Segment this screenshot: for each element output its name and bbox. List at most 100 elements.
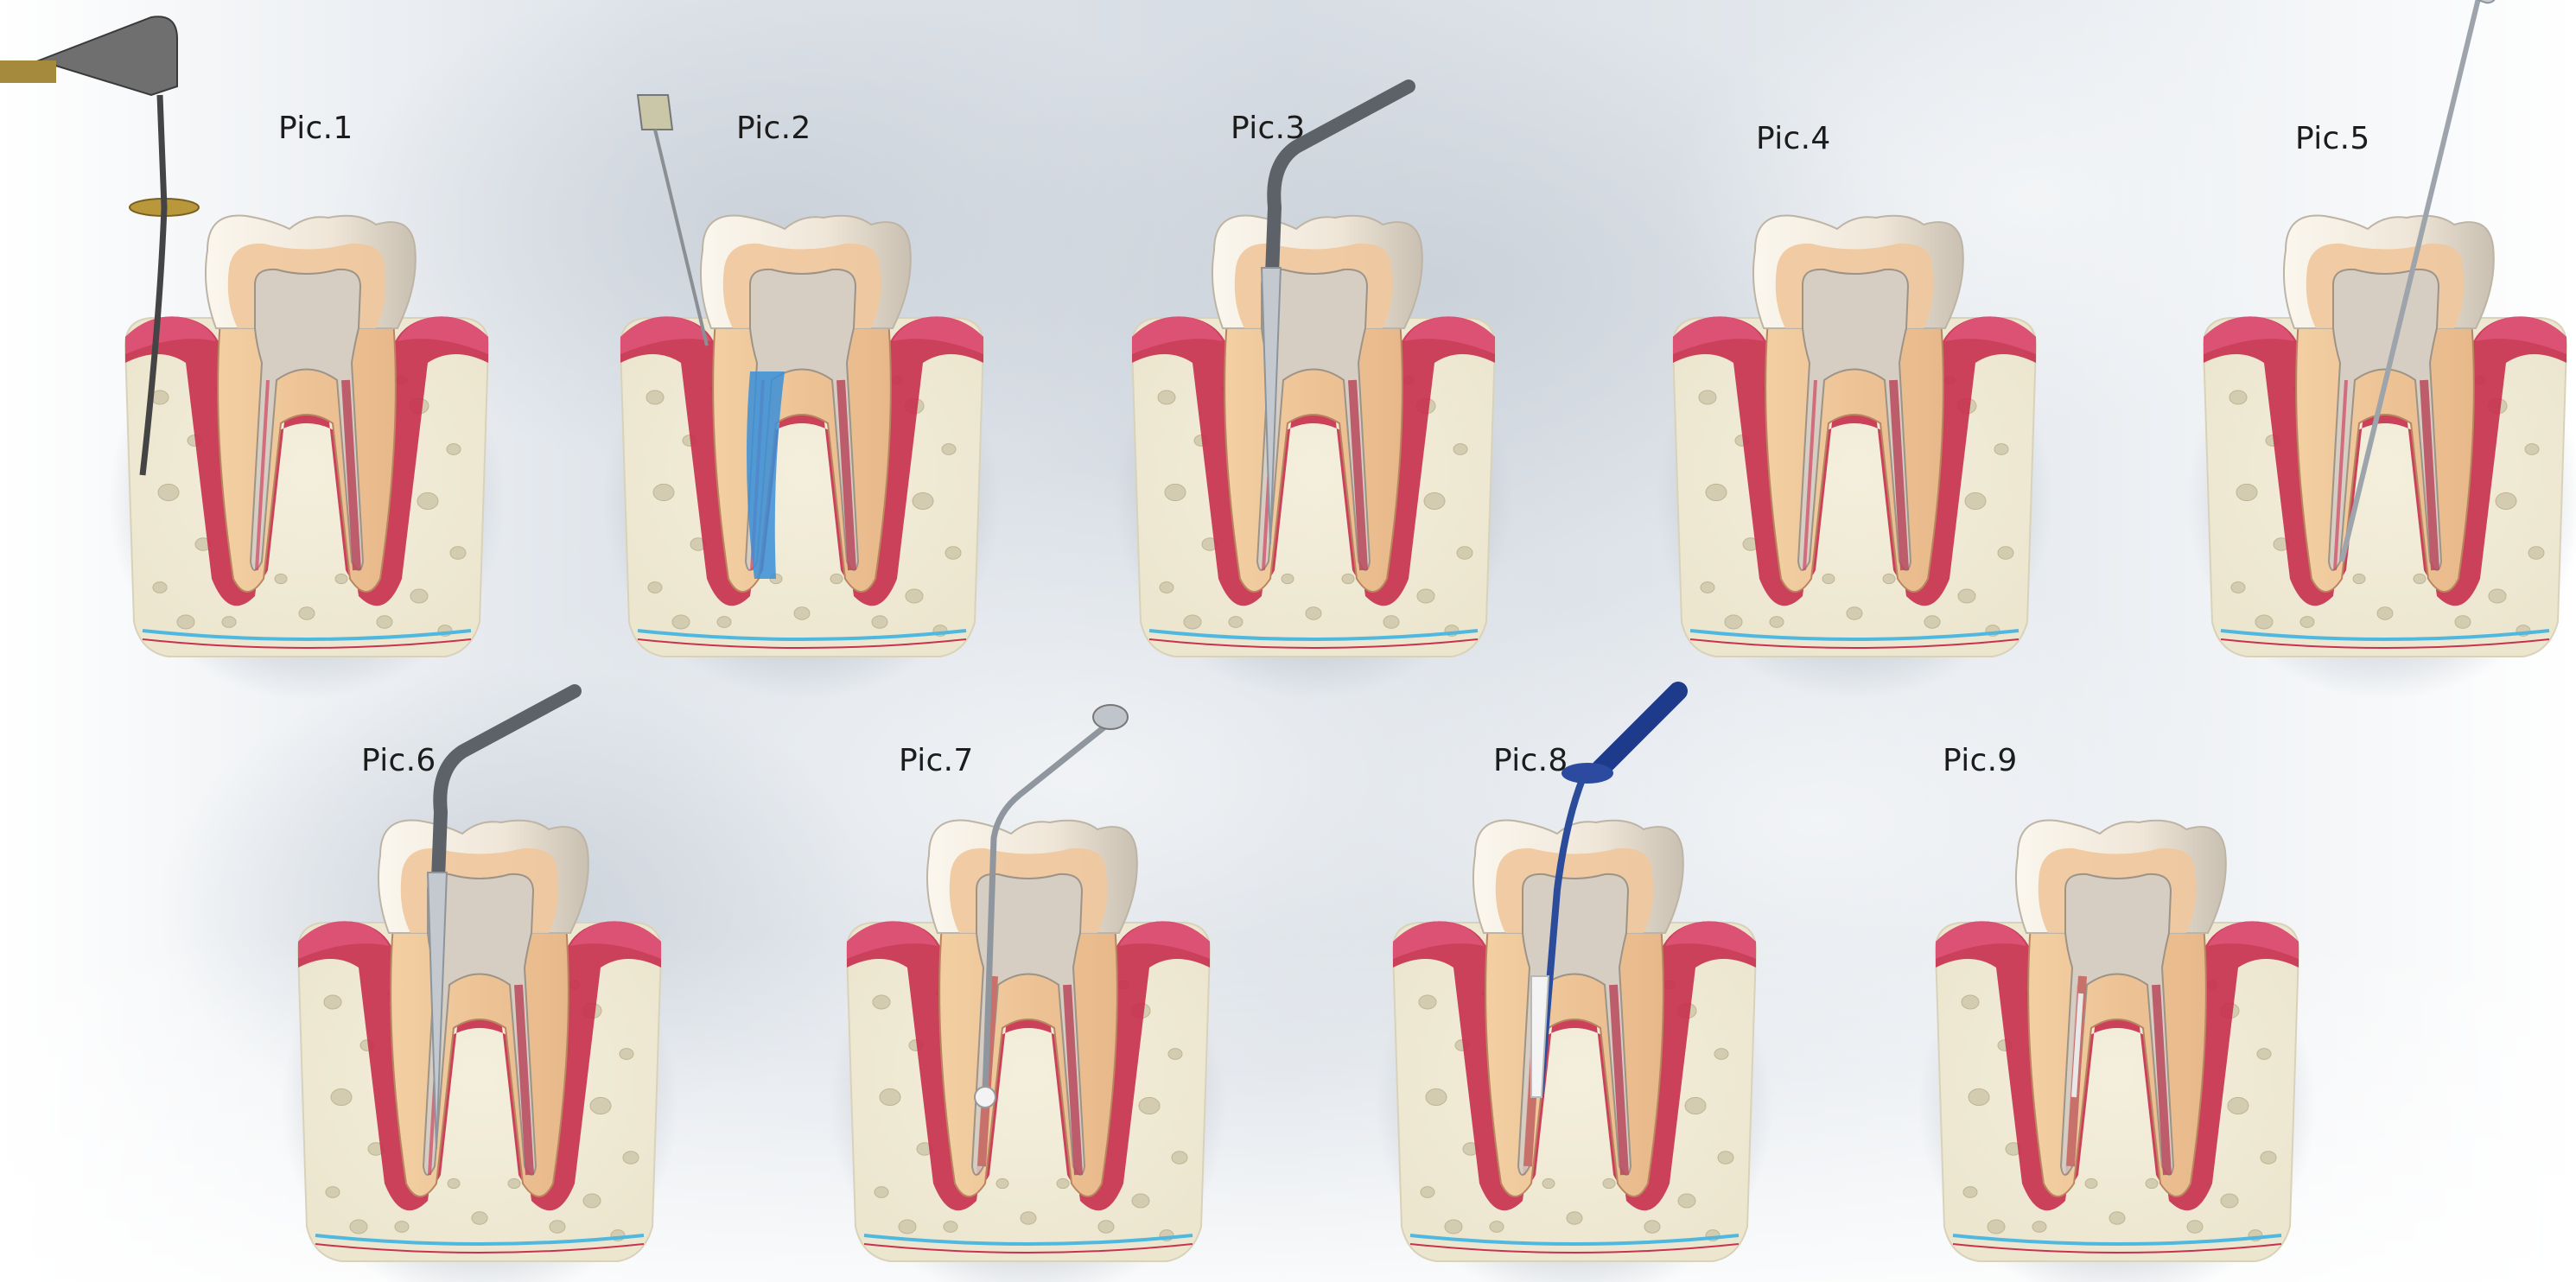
bone-pore <box>874 1186 889 1198</box>
nerve-bottom <box>1409 1234 1740 1246</box>
bone-pore <box>549 1220 566 1234</box>
tweezers <box>1263 79 1415 327</box>
panel-5 <box>2186 0 2576 700</box>
gutta-right <box>1889 379 1909 571</box>
panel-label-5: Pic.5 <box>2295 121 2370 156</box>
bone-pore <box>1167 1048 1183 1060</box>
bone-pore <box>871 615 888 629</box>
bone-pore <box>1714 1048 1729 1060</box>
apical-plug <box>2071 993 2083 1098</box>
bone-pore <box>619 1048 634 1060</box>
bone-pore <box>1157 390 1176 405</box>
bone-pore <box>1164 483 1186 502</box>
panel-label-2: Pic.2 <box>736 111 811 146</box>
panel-label-1: Pic.1 <box>278 111 353 146</box>
gum-tissue <box>847 921 1210 1211</box>
bone-pore <box>589 1096 612 1115</box>
bone-pore <box>2186 1220 2204 1234</box>
bone-pore <box>334 573 348 585</box>
bone-pore <box>622 1151 639 1165</box>
gum-highlight-left <box>125 316 216 354</box>
bone-pore <box>1957 588 1976 604</box>
panel-9 <box>1918 819 2316 1282</box>
obturation-needle <box>1536 776 1587 1098</box>
bone-pore <box>449 546 467 560</box>
instrument-group <box>1260 79 1415 545</box>
gum-highlight-left <box>1673 316 1764 354</box>
bone-pore <box>995 1177 1009 1190</box>
bone-pore <box>2454 615 2471 629</box>
bone-pore <box>1964 492 1987 511</box>
bone-pore <box>2084 1177 2098 1190</box>
gum-highlight-left <box>2204 316 2294 354</box>
nerve-left <box>1803 379 1817 571</box>
bone-pore <box>898 1219 917 1234</box>
vessel-bottom <box>315 1243 645 1253</box>
vessel-bottom <box>1148 638 1479 649</box>
instrument-group <box>2339 0 2516 562</box>
bone-pore <box>1489 1221 1504 1233</box>
bone-pore <box>152 581 168 593</box>
irrigation-needle <box>653 129 709 346</box>
bone-pore <box>1769 616 1784 628</box>
bone-pore <box>507 1177 521 1190</box>
bone-pore <box>2032 1221 2047 1233</box>
instrument-group <box>426 684 582 1150</box>
paper-point <box>1260 267 1282 545</box>
panel-2 <box>603 94 1001 700</box>
bone-pore <box>716 616 732 628</box>
bone-pore <box>2220 1193 2239 1209</box>
bone-pore <box>325 1186 340 1198</box>
tooth-illustration <box>1656 214 2053 700</box>
bone-pore <box>1056 1177 1070 1190</box>
bone-pore <box>1453 443 1468 455</box>
carrier-instrument <box>982 723 1109 1098</box>
bone-pore <box>2299 616 2315 628</box>
instrument-group <box>1530 682 1688 1098</box>
gum-highlight-right <box>1665 921 1756 959</box>
nerve-left <box>255 379 270 571</box>
tooth-illustration <box>2186 0 2576 700</box>
gum-highlight-right <box>570 921 661 959</box>
bone-pore <box>879 1088 901 1107</box>
bone-pore <box>1717 1151 1734 1165</box>
gutta-right <box>2152 984 2172 1176</box>
nerve-bottom <box>2220 629 2550 641</box>
bone-pore <box>1700 581 1715 593</box>
panel-4 <box>1656 214 2053 700</box>
bone-pore <box>2376 606 2394 620</box>
vessel-bottom <box>142 638 472 649</box>
gum-tissue <box>1936 921 2299 1211</box>
gutta-right <box>1063 984 1083 1176</box>
gutta-right <box>836 379 856 571</box>
tweezers <box>429 684 582 931</box>
bone-pore <box>2528 546 2545 560</box>
bone-pore <box>1997 546 2014 560</box>
panel-label-9: Pic.9 <box>1943 743 2018 778</box>
thermoplastic-fill <box>1530 975 1550 1098</box>
gutta-right <box>1348 379 1368 571</box>
bone-pore <box>157 483 180 502</box>
bone-pore <box>1159 581 1174 593</box>
obturation-gun <box>1591 682 1688 778</box>
bone-pore <box>471 1211 488 1225</box>
gum-highlight-right <box>1404 316 1495 354</box>
bone-pore <box>394 1221 410 1233</box>
carrier-tip <box>974 1086 996 1108</box>
nerve-bottom <box>1952 1234 2282 1246</box>
tooth-illustration <box>1376 682 1773 1282</box>
bone-pore <box>1684 1096 1707 1115</box>
panel-8 <box>1376 682 1773 1282</box>
bone-pore <box>830 573 843 585</box>
bone-pore <box>905 588 924 604</box>
gutta-right <box>341 379 361 571</box>
bone-pore <box>2488 588 2507 604</box>
bone-pore <box>1705 483 1727 502</box>
pulp-chamber <box>970 873 1086 1176</box>
tooth-illustration <box>1115 79 1512 700</box>
bone-pore <box>1968 1088 1990 1107</box>
instrument-group <box>974 704 1129 1108</box>
nerve-bottom <box>637 629 967 641</box>
bone-pore <box>298 606 315 620</box>
gum-tissue <box>620 316 983 606</box>
